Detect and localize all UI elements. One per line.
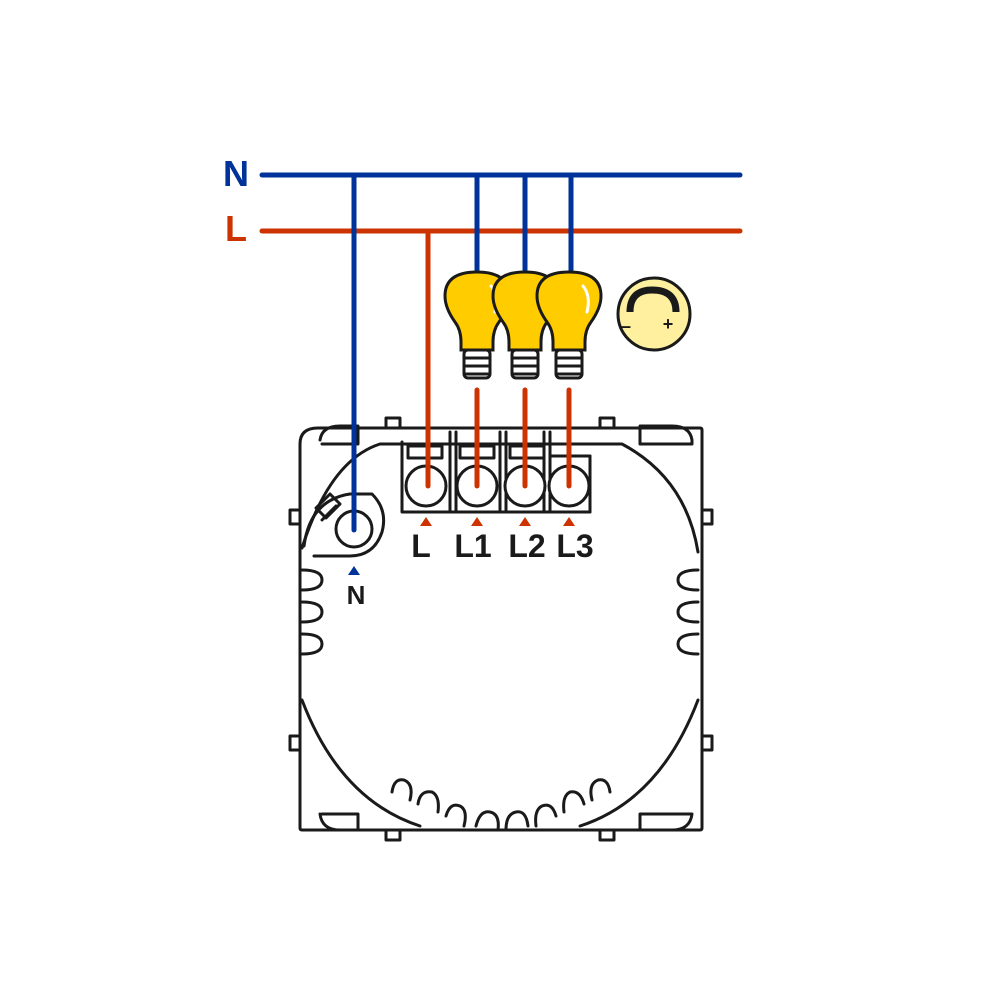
neutral-bus-label: N [223,153,249,194]
dimmer-minus-label: – [621,316,631,336]
switch-module-housing [288,416,714,842]
l2-terminal-marker [519,517,531,526]
neutral-terminal-marker [348,566,360,575]
live-bus-label: L [225,208,247,249]
live-terminal-marker [420,517,432,526]
light-bulb-icon [535,270,603,380]
dimmer-plus-label: + [663,314,674,334]
l3-terminal-marker [563,517,575,526]
l3-terminal-label: L3 [556,528,593,564]
l2-terminal-label: L2 [508,528,545,564]
dimmer-icon: – + [616,276,692,352]
l1-terminal-label: L1 [454,528,491,564]
l1-terminal-marker [471,517,483,526]
neutral-terminal-label: N [347,580,366,610]
live-terminal-label: L [411,528,431,564]
